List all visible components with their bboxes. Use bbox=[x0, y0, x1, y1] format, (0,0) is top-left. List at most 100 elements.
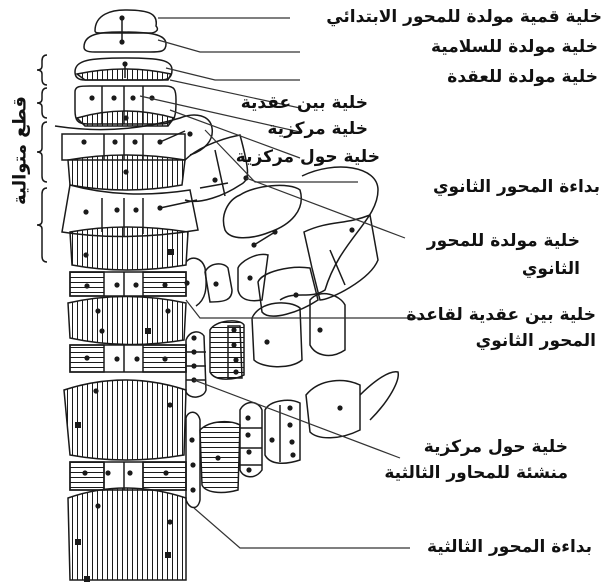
label-secondary-axis-mother-cell: خلية مولدة للمحور الثانوي bbox=[427, 230, 580, 280]
tertiary-cell-3 bbox=[239, 401, 263, 478]
nucleus bbox=[190, 487, 196, 493]
nucleus bbox=[93, 388, 99, 394]
spindle bbox=[159, 130, 186, 143]
secondary-primordium-outline bbox=[54, 114, 213, 156]
leader-secondary-mother bbox=[245, 177, 406, 239]
tertiary-cell-hatch bbox=[209, 320, 245, 380]
secondary-cell-a bbox=[204, 263, 233, 303]
nucleus bbox=[134, 356, 140, 362]
segment-brace bbox=[36, 54, 48, 86]
segment-brace bbox=[36, 121, 48, 183]
label-pericentral-cell: خلية حول مركزية bbox=[235, 147, 380, 167]
secondary-branch-2 bbox=[279, 166, 379, 301]
segment-4-hatch bbox=[67, 295, 187, 346]
nucleus-square bbox=[168, 249, 174, 255]
nucleus-square bbox=[75, 422, 81, 428]
nucleus bbox=[99, 328, 105, 334]
label-secondary-base-internodal-line1: خلية بين عقدية لقاعدة bbox=[406, 305, 596, 325]
segment-1 bbox=[74, 85, 177, 125]
leader-segment-mother bbox=[157, 39, 300, 53]
label-pericentral-tertiary-line1: خلية حول مركزية bbox=[423, 437, 568, 457]
nucleus bbox=[191, 335, 197, 341]
spindle bbox=[159, 199, 198, 209]
nucleus bbox=[133, 282, 139, 288]
cell-wall bbox=[214, 149, 226, 197]
nucleus bbox=[82, 470, 88, 476]
nucleus bbox=[132, 139, 138, 145]
label-secondary-base-internodal: خلية بين عقدية لقاعدة المحور الثانوي bbox=[406, 304, 596, 352]
segment-brace bbox=[36, 187, 48, 263]
nucleus bbox=[349, 227, 355, 233]
nucleus bbox=[167, 402, 173, 408]
nucleus bbox=[114, 356, 120, 362]
nucleus bbox=[245, 432, 251, 438]
secondary-cell-d bbox=[303, 213, 379, 301]
leader-central bbox=[139, 95, 301, 133]
node-hatch bbox=[75, 68, 173, 81]
nucleus bbox=[215, 455, 221, 461]
nucleus bbox=[123, 169, 129, 175]
nucleus bbox=[184, 280, 190, 286]
nucleus bbox=[133, 207, 139, 213]
leader-secondary-base-internodal bbox=[185, 299, 420, 319]
segment-6-right-hatch bbox=[142, 461, 187, 491]
label-tertiary-axis-primordium: بداءة المحور الثالثية bbox=[426, 537, 592, 557]
label-secondary-axis-mother-cell-line2: الثانوي bbox=[521, 259, 580, 279]
nucleus bbox=[231, 342, 237, 348]
nucleus-square bbox=[145, 328, 151, 334]
nucleus bbox=[337, 405, 343, 411]
nucleus bbox=[95, 503, 101, 509]
nucleus bbox=[246, 449, 252, 455]
tertiary-cell-5 bbox=[305, 379, 361, 439]
segment-3-hatch bbox=[69, 226, 189, 271]
label-apical-cell: خلية قمية مولدة للمحور الابتدائي bbox=[326, 7, 602, 27]
nucleus bbox=[289, 439, 295, 445]
nucleus bbox=[233, 357, 239, 363]
label-secondary-axis-primordium: بداءة المحور الثانوي bbox=[432, 177, 600, 197]
segment-6-hatch bbox=[67, 487, 187, 581]
nucleus bbox=[272, 229, 278, 235]
segment-6-left-hatch bbox=[69, 461, 105, 491]
nucleus bbox=[162, 282, 168, 288]
nucleus bbox=[130, 95, 136, 101]
nucleus bbox=[95, 308, 101, 314]
nucleus-square bbox=[165, 552, 171, 558]
nucleus bbox=[191, 363, 197, 369]
label-central-cell: خلية مركزية bbox=[267, 119, 368, 139]
nucleus bbox=[81, 139, 87, 145]
nucleus bbox=[122, 61, 128, 67]
leader-pericentral bbox=[169, 109, 301, 159]
nucleus bbox=[247, 275, 253, 281]
label-pericentral-tertiary-line2: منشئة للمحاور الثالثية bbox=[384, 463, 568, 483]
nucleus bbox=[233, 369, 239, 375]
label-segment-mother-cell: خلية مولدة للسلامية bbox=[430, 37, 598, 57]
nucleus bbox=[114, 282, 120, 288]
leader-node-mother bbox=[165, 67, 300, 81]
nucleus bbox=[189, 437, 195, 443]
nucleus bbox=[123, 115, 129, 121]
nucleus-square bbox=[75, 539, 81, 545]
cell-wall bbox=[329, 249, 346, 286]
nucleus bbox=[84, 355, 90, 361]
nucleus bbox=[251, 242, 257, 248]
nucleus bbox=[269, 437, 275, 443]
nucleus bbox=[112, 139, 118, 145]
nucleus bbox=[191, 349, 197, 355]
nucleus bbox=[287, 422, 293, 428]
nucleus bbox=[105, 470, 111, 476]
secondary-cell-f bbox=[309, 292, 346, 357]
nucleus bbox=[213, 281, 219, 287]
nucleus bbox=[157, 205, 163, 211]
tertiary-cell-4 bbox=[264, 399, 301, 465]
nucleus bbox=[317, 327, 323, 333]
nucleus bbox=[163, 470, 169, 476]
nucleus bbox=[89, 95, 95, 101]
label-internodal-cell: خلية بين عقدية bbox=[240, 93, 368, 113]
tertiary-cell-right bbox=[227, 325, 243, 379]
secondary-branch-1 bbox=[184, 134, 249, 202]
nucleus bbox=[290, 452, 296, 458]
nucleus bbox=[83, 252, 89, 258]
secondary-cell-big bbox=[222, 184, 302, 239]
nucleus bbox=[127, 470, 133, 476]
